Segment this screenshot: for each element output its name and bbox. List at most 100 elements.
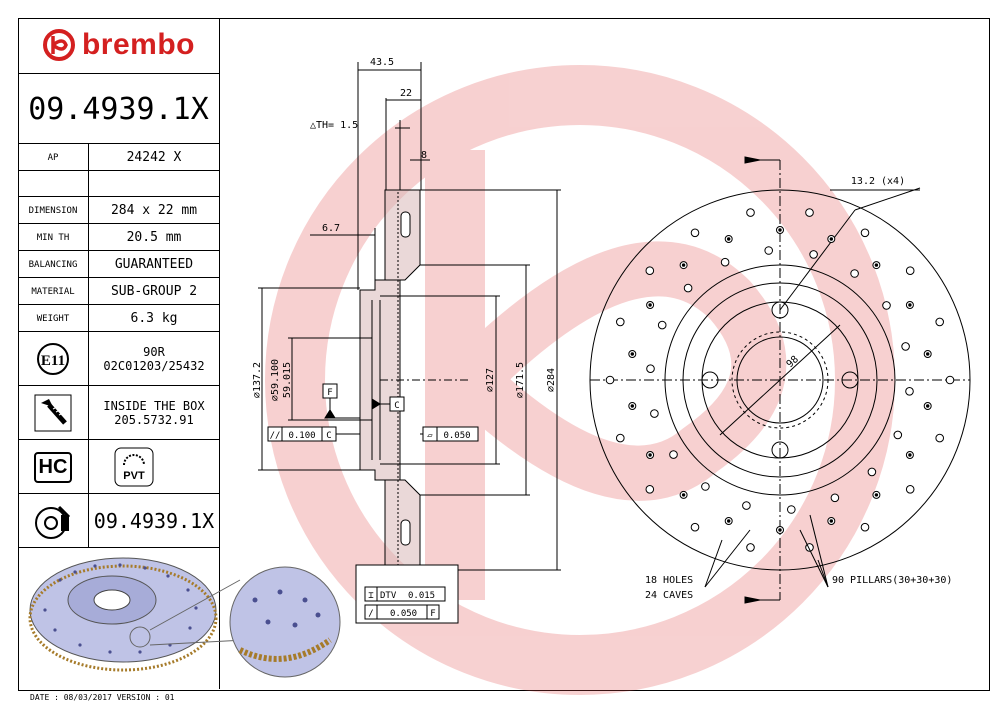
drill-hole — [764, 246, 774, 255]
leader-lines — [704, 514, 829, 588]
spec-label: MATERIAL — [31, 286, 75, 297]
drill-hole — [746, 208, 755, 217]
drill-hole — [669, 450, 678, 459]
drill-hole — [830, 493, 840, 503]
spec-label: BALANCING — [28, 259, 78, 270]
spec-row: DIMENSION 284 x 22 mm — [18, 196, 219, 224]
runout-value: 0.050 — [390, 609, 417, 619]
drill-hole-center — [908, 303, 912, 307]
pvt-icon: PVT — [114, 447, 154, 487]
drill-hole — [809, 250, 818, 259]
spec-row: MATERIAL SUB-GROUP 2 — [18, 277, 219, 305]
dtv-label: DTV — [380, 591, 397, 601]
part-number: 09.4939.1X — [18, 73, 219, 144]
drill-hole — [742, 501, 751, 510]
dim-59-015: 59.015 — [282, 362, 293, 398]
drill-hole — [860, 228, 870, 238]
drill-hole — [690, 228, 700, 238]
spec-panel: brembo 09.4939.1X AP 24242 X DIMENSION 2… — [18, 18, 220, 689]
badges-row: HC PVT — [18, 439, 219, 494]
pcd-label: 98 — [785, 354, 801, 370]
drill-hole-center — [778, 528, 782, 532]
pvt-cell: PVT — [88, 440, 219, 494]
drill-hole-center — [681, 493, 686, 497]
caves-label: 24 CAVES — [645, 590, 693, 601]
drill-hole-center — [648, 303, 652, 307]
screw-icon — [34, 394, 72, 432]
datum-f: F — [327, 388, 332, 398]
homologation-line1: 90R — [143, 345, 165, 359]
drill-hole-center — [727, 237, 731, 241]
spec-row: BALANCING GUARANTEED — [18, 250, 219, 278]
front-view-disc — [589, 156, 971, 604]
drill-hole — [646, 364, 655, 374]
drill-hole-center — [926, 352, 930, 356]
spec-row: WEIGHT 6.3 kg — [18, 304, 219, 332]
inside-box-row: INSIDE THE BOX 205.5732.91 — [18, 385, 219, 440]
runout-icon: / — [368, 609, 373, 619]
spec-value: 6.3 kg — [88, 305, 219, 332]
dim-137-2: ⌀137.2 — [252, 362, 263, 398]
drill-hole-center — [829, 519, 833, 523]
drill-hole — [905, 387, 914, 396]
drill-hole — [683, 283, 693, 293]
drill-hole-center — [874, 493, 879, 497]
inside-box-line2: 205.5732.91 — [114, 413, 194, 427]
drill-hole-center — [829, 237, 833, 241]
dim-59-100: ⌀59.100 — [270, 359, 281, 401]
spec-row: MIN TH 20.5 mm — [18, 223, 219, 251]
drill-hole — [860, 522, 870, 532]
dim-th: △TH= 1.5 — [310, 120, 358, 131]
spec-value: 20.5 mm — [88, 224, 219, 251]
tol-050: 0.050 — [443, 431, 470, 441]
e11-circle-icon: E11 — [37, 343, 69, 375]
homologation-value: 90R 02C01203/25432 — [88, 332, 219, 386]
disc-section-icon — [35, 505, 71, 539]
spec-value: 24242 X — [88, 144, 219, 171]
brand-name: brembo — [81, 28, 195, 61]
brand-header: brembo — [18, 18, 219, 72]
drill-hole — [850, 269, 859, 278]
drill-hole — [882, 301, 891, 310]
drill-holes — [605, 208, 955, 552]
drill-hole — [645, 266, 655, 276]
drill-hole — [701, 482, 710, 491]
pvt-badge-text: PVT — [123, 470, 145, 482]
spec-row — [18, 170, 219, 197]
drill-hole-center — [630, 352, 634, 356]
drill-hole — [905, 266, 915, 276]
dim-6-7: 6.7 — [322, 223, 340, 234]
drill-hole — [901, 342, 910, 351]
drill-hole-center — [648, 453, 652, 457]
drill-hole — [690, 522, 700, 532]
drill-hole — [893, 430, 903, 440]
dim-8: 8 — [421, 150, 427, 161]
drill-hole — [867, 467, 877, 477]
e11-badge-cell: E11 — [18, 332, 88, 386]
dim-284: ⌀284 — [546, 368, 557, 392]
hc-badge: HC — [33, 451, 73, 483]
e11-badge-text: E11 — [41, 353, 65, 369]
pillars-label: 90 PILLARS(30+30+30) — [832, 575, 952, 586]
inside-box-value: INSIDE THE BOX 205.5732.91 — [88, 386, 219, 440]
bolt-holes-label: 13.2 (x4) — [851, 176, 905, 187]
footer-date-version: DATE : 08/03/2017 VERSION : 01 — [30, 693, 175, 702]
datum-c: C — [394, 401, 399, 411]
dim-22: 22 — [400, 88, 412, 99]
brembo-logo-icon — [42, 29, 75, 61]
drill-hole — [657, 320, 667, 330]
tol-100: 0.100 — [288, 431, 315, 441]
dim-171-5: ⌀171.5 — [515, 362, 526, 398]
spec-value: GUARANTEED — [88, 251, 219, 278]
disc-render-image — [28, 557, 341, 678]
drill-hole-center — [630, 404, 634, 408]
drill-hole — [650, 409, 659, 418]
drill-hole-center — [727, 519, 731, 523]
drill-hole — [945, 375, 955, 385]
drawing-frame — [18, 18, 990, 691]
dim-43-5: 43.5 — [370, 57, 394, 68]
spec-label: WEIGHT — [36, 313, 70, 324]
spec-label: MIN TH — [36, 232, 70, 243]
inside-box-line1: INSIDE THE BOX — [103, 399, 205, 413]
